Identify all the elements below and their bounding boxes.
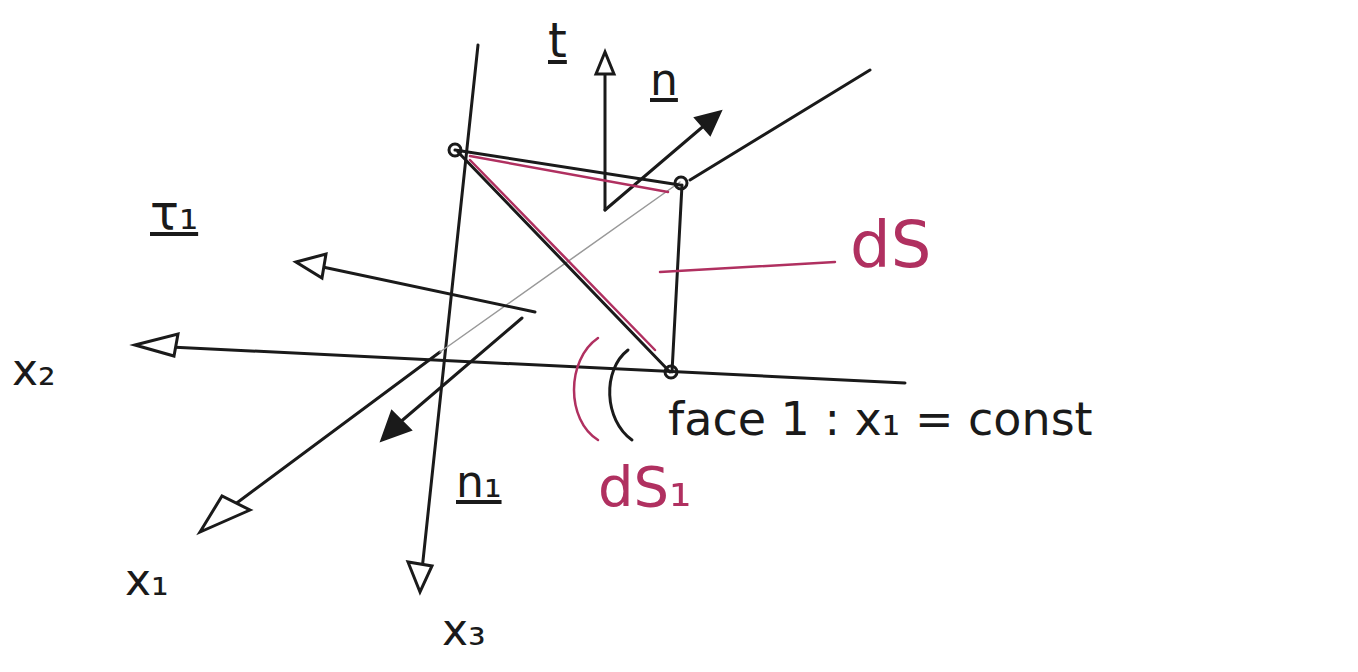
vertex-dot — [665, 366, 677, 378]
vertex-dot — [675, 177, 687, 189]
axis-arrowhead — [200, 496, 250, 532]
normal-vector — [605, 124, 706, 210]
vector-arrowhead — [596, 52, 614, 74]
vector-label: τ₁ — [150, 186, 198, 239]
bracket — [574, 338, 598, 440]
tetra-edge — [672, 185, 682, 372]
traction-vector — [604, 70, 607, 210]
axis-arrowhead — [408, 562, 432, 592]
x1-axis — [230, 352, 440, 508]
axis-label: x₁ — [125, 556, 169, 604]
leader-line — [660, 262, 835, 272]
area-label: dS₁ — [598, 456, 692, 518]
vector-label: n₁ — [456, 458, 502, 506]
face-highlight — [470, 160, 655, 350]
hidden-edge — [440, 182, 680, 352]
axis-arrowhead — [135, 334, 178, 356]
vector-arrowhead — [382, 412, 410, 440]
face-highlight — [470, 156, 668, 192]
axis-label: x₂ — [12, 346, 56, 394]
vertex-dot — [449, 144, 461, 156]
area-label: dS — [850, 210, 931, 280]
traction-vector — [318, 266, 535, 312]
x2-axis — [150, 346, 905, 383]
normal-vector — [398, 318, 522, 424]
bracket — [610, 350, 632, 440]
axis-label: x₃ — [442, 606, 486, 654]
vector-label: t — [548, 14, 567, 67]
vector-arrowhead — [296, 254, 326, 278]
vector-arrowhead — [696, 112, 720, 134]
tetra-edge — [458, 152, 670, 372]
face-note: face 1 : x₁ = const — [668, 394, 1093, 445]
x1-axis — [690, 70, 870, 180]
vector-label: n — [650, 56, 678, 104]
